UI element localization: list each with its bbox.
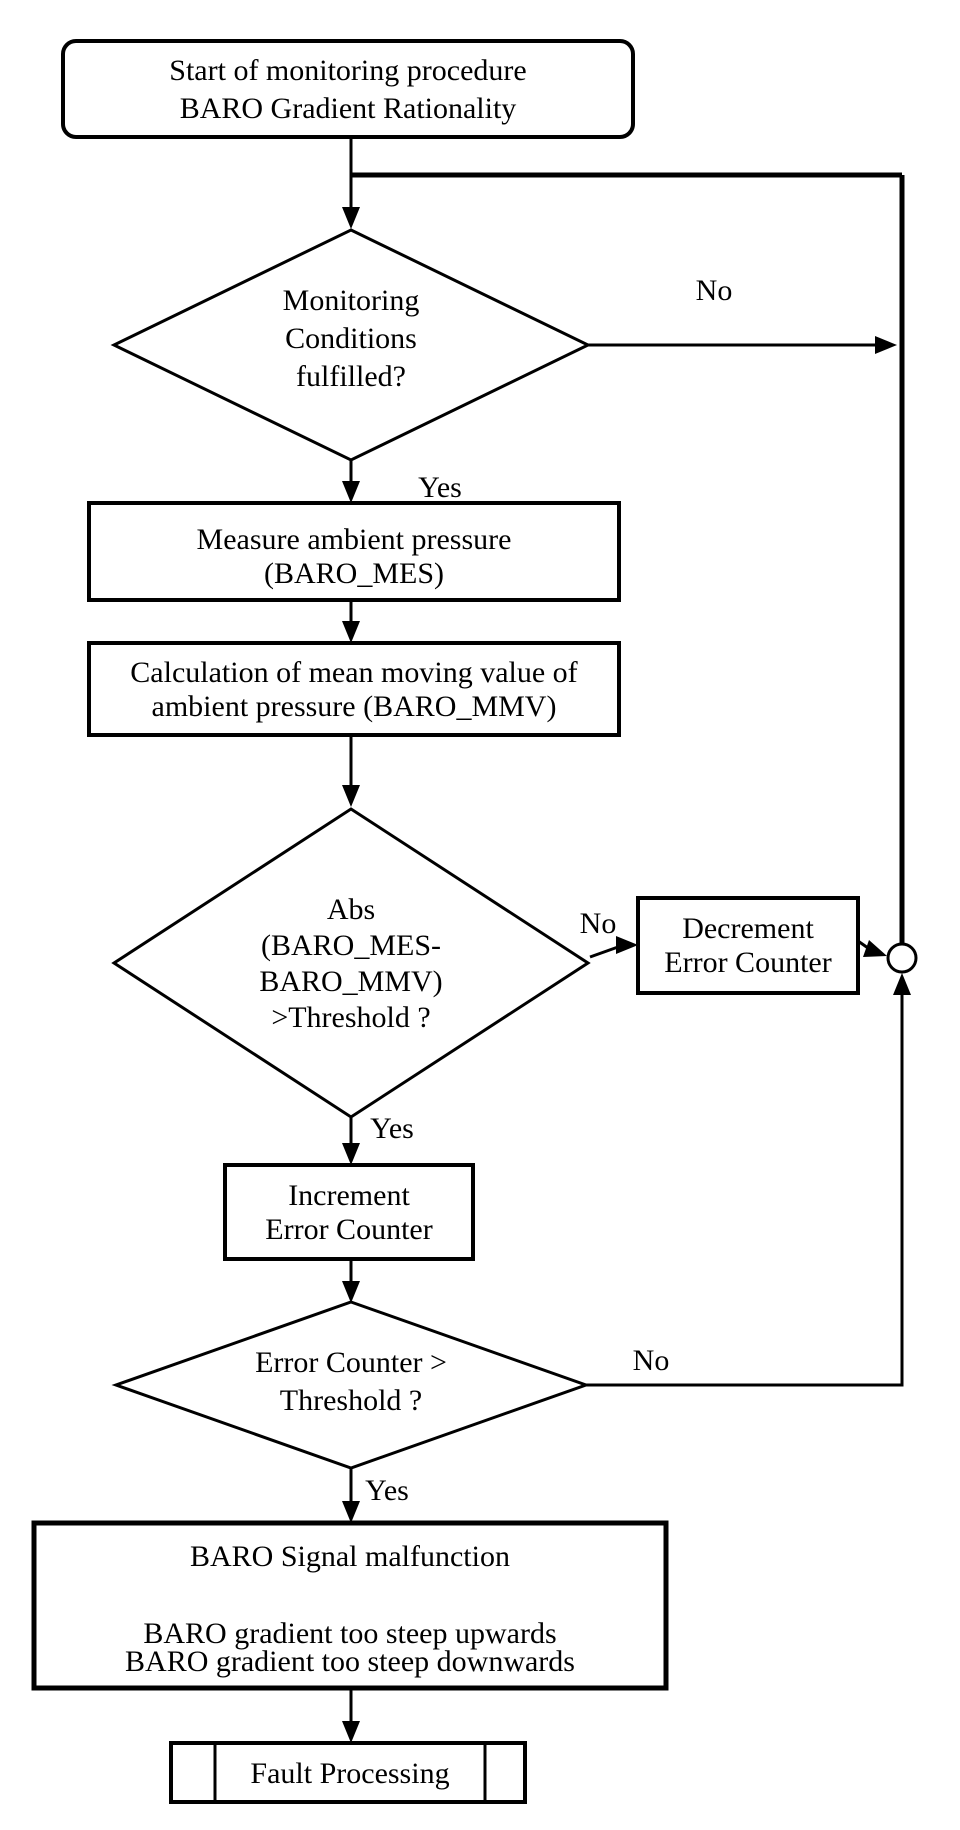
process-calculation-shape bbox=[87, 641, 621, 737]
decision-error-counter-shape bbox=[111, 1300, 591, 1470]
decision-abs-line4: >Threshold ? bbox=[271, 1001, 430, 1034]
decision-abs-line2: (BARO_MES- bbox=[261, 929, 441, 962]
arrowhead-into-calculation bbox=[342, 621, 360, 643]
decision-abs-no-label: No bbox=[580, 907, 617, 940]
start-node: Start of monitoring procedure BARO Gradi… bbox=[61, 39, 635, 139]
decision-error-counter-line2: Threshold ? bbox=[280, 1384, 422, 1417]
fault-processing-shape bbox=[169, 1741, 527, 1804]
process-decrement-line1: Decrement bbox=[682, 912, 814, 945]
start-node-line1: Start of monitoring procedure bbox=[169, 54, 526, 87]
process-malfunction-line3: BARO gradient too steep downwards bbox=[125, 1645, 575, 1678]
predefined-process-fault-processing: Fault Processing bbox=[169, 1741, 527, 1804]
process-increment-error-counter: Increment Error Counter bbox=[223, 1163, 475, 1261]
arrowheads bbox=[342, 207, 911, 1743]
arrowhead-no1-into-rail bbox=[875, 336, 897, 354]
decision-monitoring-conditions: Monitoring Conditions fulfilled? No Yes bbox=[110, 228, 733, 504]
connectors bbox=[349, 137, 905, 1722]
decision-abs-shape bbox=[111, 807, 591, 1119]
arrowhead-into-measure bbox=[342, 481, 360, 503]
process-malfunction-line2: BARO gradient too steep upwards bbox=[143, 1617, 556, 1650]
arrowhead-up-into-junction bbox=[893, 973, 911, 995]
process-decrement-shape bbox=[636, 896, 860, 995]
process-calculation-line2: ambient pressure (BARO_MMV) bbox=[152, 690, 557, 723]
arrowhead-into-decrement bbox=[616, 936, 638, 954]
arrowhead-into-decision3 bbox=[342, 1281, 360, 1303]
decision-abs-line3: BARO_MMV) bbox=[259, 965, 442, 998]
process-measure-shape bbox=[87, 501, 621, 602]
decision-monitoring-no-label: No bbox=[696, 274, 733, 307]
start-node-shape bbox=[61, 39, 635, 139]
process-malfunction-line1: BARO Signal malfunction bbox=[190, 1540, 510, 1573]
decision-monitoring-line2: Conditions bbox=[285, 322, 417, 355]
decision-abs-yes-label: Yes bbox=[370, 1112, 414, 1145]
arrowhead-into-decision1 bbox=[342, 207, 360, 229]
process-baro-signal-malfunction: BARO Signal malfunction BARO gradient to… bbox=[31, 1520, 669, 1691]
process-calculation-line1: Calculation of mean moving value of bbox=[130, 656, 577, 689]
decision-abs-line1: Abs bbox=[327, 893, 375, 926]
decision-error-counter-line1: Error Counter > bbox=[255, 1346, 447, 1379]
process-decrement-line2: Error Counter bbox=[664, 946, 831, 979]
arrowhead-into-decision2 bbox=[342, 785, 360, 807]
process-measure-line1: Measure ambient pressure bbox=[197, 523, 512, 556]
arrowhead-decrement-into-junction bbox=[863, 940, 887, 957]
process-measure-pressure: Measure ambient pressure (BARO_MES) bbox=[87, 501, 621, 602]
process-increment-line1: Increment bbox=[288, 1179, 410, 1212]
fault-processing-label: Fault Processing bbox=[250, 1757, 449, 1790]
decision-error-counter-threshold: Error Counter > Threshold ? No Yes bbox=[111, 1300, 670, 1507]
decision-monitoring-yes-label: Yes bbox=[418, 471, 462, 504]
decision-error-counter-yes-label: Yes bbox=[365, 1474, 409, 1507]
process-decrement-error-counter: Decrement Error Counter bbox=[636, 896, 860, 995]
decision-monitoring-shape bbox=[110, 228, 592, 462]
process-measure-line2: (BARO_MES) bbox=[264, 557, 444, 590]
process-calculate-mmv: Calculation of mean moving value of ambi… bbox=[87, 641, 621, 737]
process-increment-shape bbox=[223, 1163, 475, 1261]
junction-circle bbox=[886, 942, 918, 974]
process-malfunction-shape bbox=[31, 1520, 669, 1691]
arrowhead-into-fault bbox=[342, 1721, 360, 1743]
arrowhead-into-malfunction bbox=[342, 1501, 360, 1523]
connector-decision3-no bbox=[586, 995, 904, 1387]
arrowhead-into-increment bbox=[342, 1143, 360, 1165]
decision-monitoring-line1: Monitoring bbox=[283, 284, 420, 317]
process-increment-line2: Error Counter bbox=[265, 1213, 432, 1246]
connector-decision2-no bbox=[589, 945, 619, 959]
decision-error-counter-no-label: No bbox=[633, 1344, 670, 1377]
decision-monitoring-line3: fulfilled? bbox=[296, 360, 406, 393]
decision-abs-threshold: Abs (BARO_MES- BARO_MMV) >Threshold ? No… bbox=[111, 807, 617, 1145]
start-node-line2: BARO Gradient Rationality bbox=[180, 92, 517, 125]
